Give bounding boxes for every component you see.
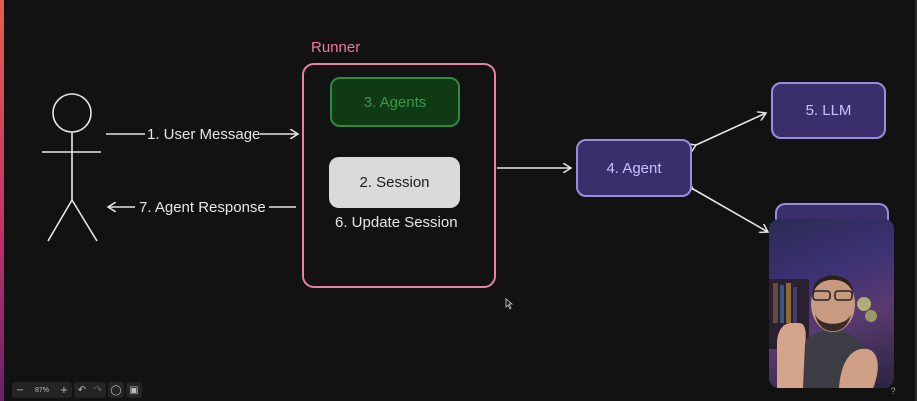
- plus-icon[interactable]: +: [59, 384, 69, 396]
- history-controls: ↶ ↷: [74, 382, 106, 398]
- agent-tools-arrow: [693, 189, 768, 232]
- redo-icon[interactable]: ↷: [93, 384, 103, 396]
- runner-box[interactable]: [302, 63, 496, 288]
- stick-figure-right-leg: [71, 199, 98, 242]
- help-icon[interactable]: ?: [890, 386, 896, 396]
- present-group: ▣: [126, 382, 142, 398]
- update-session-label: 6. Update Session: [335, 214, 458, 231]
- present-icon[interactable]: ▣: [129, 384, 139, 396]
- bottom-toolbar: − 87% + ↶ ↷ ◯ ▣: [12, 382, 142, 398]
- agent-response-label: 7. Agent Response: [139, 199, 266, 216]
- left-edge-strip: [0, 0, 4, 401]
- stick-figure-head: [52, 93, 92, 133]
- user-message-label: 1. User Message: [147, 126, 261, 143]
- undo-icon[interactable]: ↶: [77, 384, 87, 396]
- agents-box[interactable]: 3. Agents: [330, 77, 460, 127]
- user-stick-figure: [42, 93, 101, 242]
- llm-box[interactable]: 5. LLM: [771, 82, 886, 139]
- minus-icon[interactable]: −: [15, 384, 25, 396]
- agent-box[interactable]: 4. Agent: [576, 139, 692, 197]
- comment-icon[interactable]: ◯: [110, 384, 122, 396]
- zoom-level[interactable]: 87%: [34, 386, 49, 394]
- presenter-video: [769, 275, 878, 388]
- session-box[interactable]: 2. Session: [329, 157, 460, 208]
- runner-title: Runner: [311, 39, 361, 56]
- zoom-controls: − 87% +: [12, 382, 72, 398]
- stick-figure-left-leg: [47, 199, 73, 242]
- right-edge: [915, 0, 917, 401]
- webcam-overlay: [769, 219, 894, 388]
- mouse-cursor-icon: [505, 298, 514, 310]
- comment-group: ◯: [108, 382, 124, 398]
- agent-llm-arrow: [696, 113, 766, 145]
